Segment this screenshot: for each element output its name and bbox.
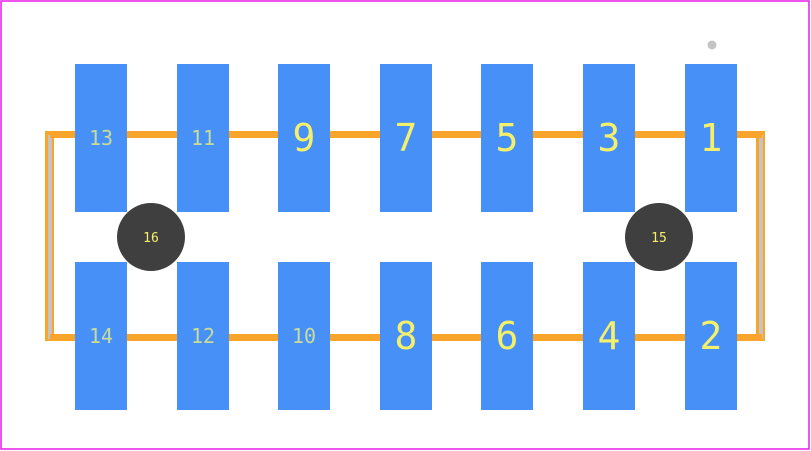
pad-label: 8 (395, 314, 418, 358)
hole-label: 15 (651, 231, 667, 246)
pad-6: 6 (481, 262, 533, 410)
pad-label: 1 (700, 116, 723, 160)
pin1-marker-icon (707, 40, 717, 50)
pad-shape (177, 262, 229, 410)
pad-label: 2 (700, 314, 723, 358)
pad-4: 4 (583, 262, 635, 410)
pad-label: 6 (496, 314, 519, 358)
pad-shape (583, 64, 635, 212)
courtyard-right (759, 135, 763, 339)
courtyard-left (48, 135, 52, 339)
pad-label: 3 (598, 116, 621, 160)
pad-label: 14 (89, 324, 113, 348)
pad-label: 11 (191, 126, 215, 150)
pad-10: 10 (278, 262, 330, 410)
pad-shape (75, 64, 127, 212)
pad-3: 3 (583, 64, 635, 212)
pad-shape (685, 262, 737, 410)
pad-shape (380, 64, 432, 212)
pad-label: 12 (191, 324, 215, 348)
pad-shape (278, 262, 330, 410)
pad-shape (380, 262, 432, 410)
pad-shape (481, 64, 533, 212)
pad-label: 4 (598, 314, 621, 358)
pad-5: 5 (481, 64, 533, 212)
pad-label: 9 (293, 116, 316, 160)
pad-7: 7 (380, 64, 432, 212)
pad-shape (177, 64, 229, 212)
pad-shape (278, 64, 330, 212)
pad-label: 13 (89, 126, 113, 150)
pad-shape (75, 262, 127, 410)
pad-8: 8 (380, 262, 432, 410)
pad-9: 9 (278, 64, 330, 212)
hole-shape (625, 203, 693, 271)
pad-label: 5 (496, 116, 519, 160)
hole-label: 16 (143, 231, 159, 246)
pad-shape (583, 262, 635, 410)
pad-11: 11 (177, 64, 229, 212)
mounting-hole-15: 15 (625, 203, 693, 271)
pad-label: 10 (292, 324, 316, 348)
pad-2: 2 (685, 262, 737, 410)
pad-shape (481, 262, 533, 410)
pad-label: 7 (395, 116, 418, 160)
pad-1: 1 (685, 64, 737, 212)
pad-14: 14 (75, 262, 127, 410)
pad-shape (685, 64, 737, 212)
mounting-hole-16: 16 (117, 203, 185, 271)
pad-12: 12 (177, 262, 229, 410)
pad-13: 13 (75, 64, 127, 212)
hole-shape (117, 203, 185, 271)
